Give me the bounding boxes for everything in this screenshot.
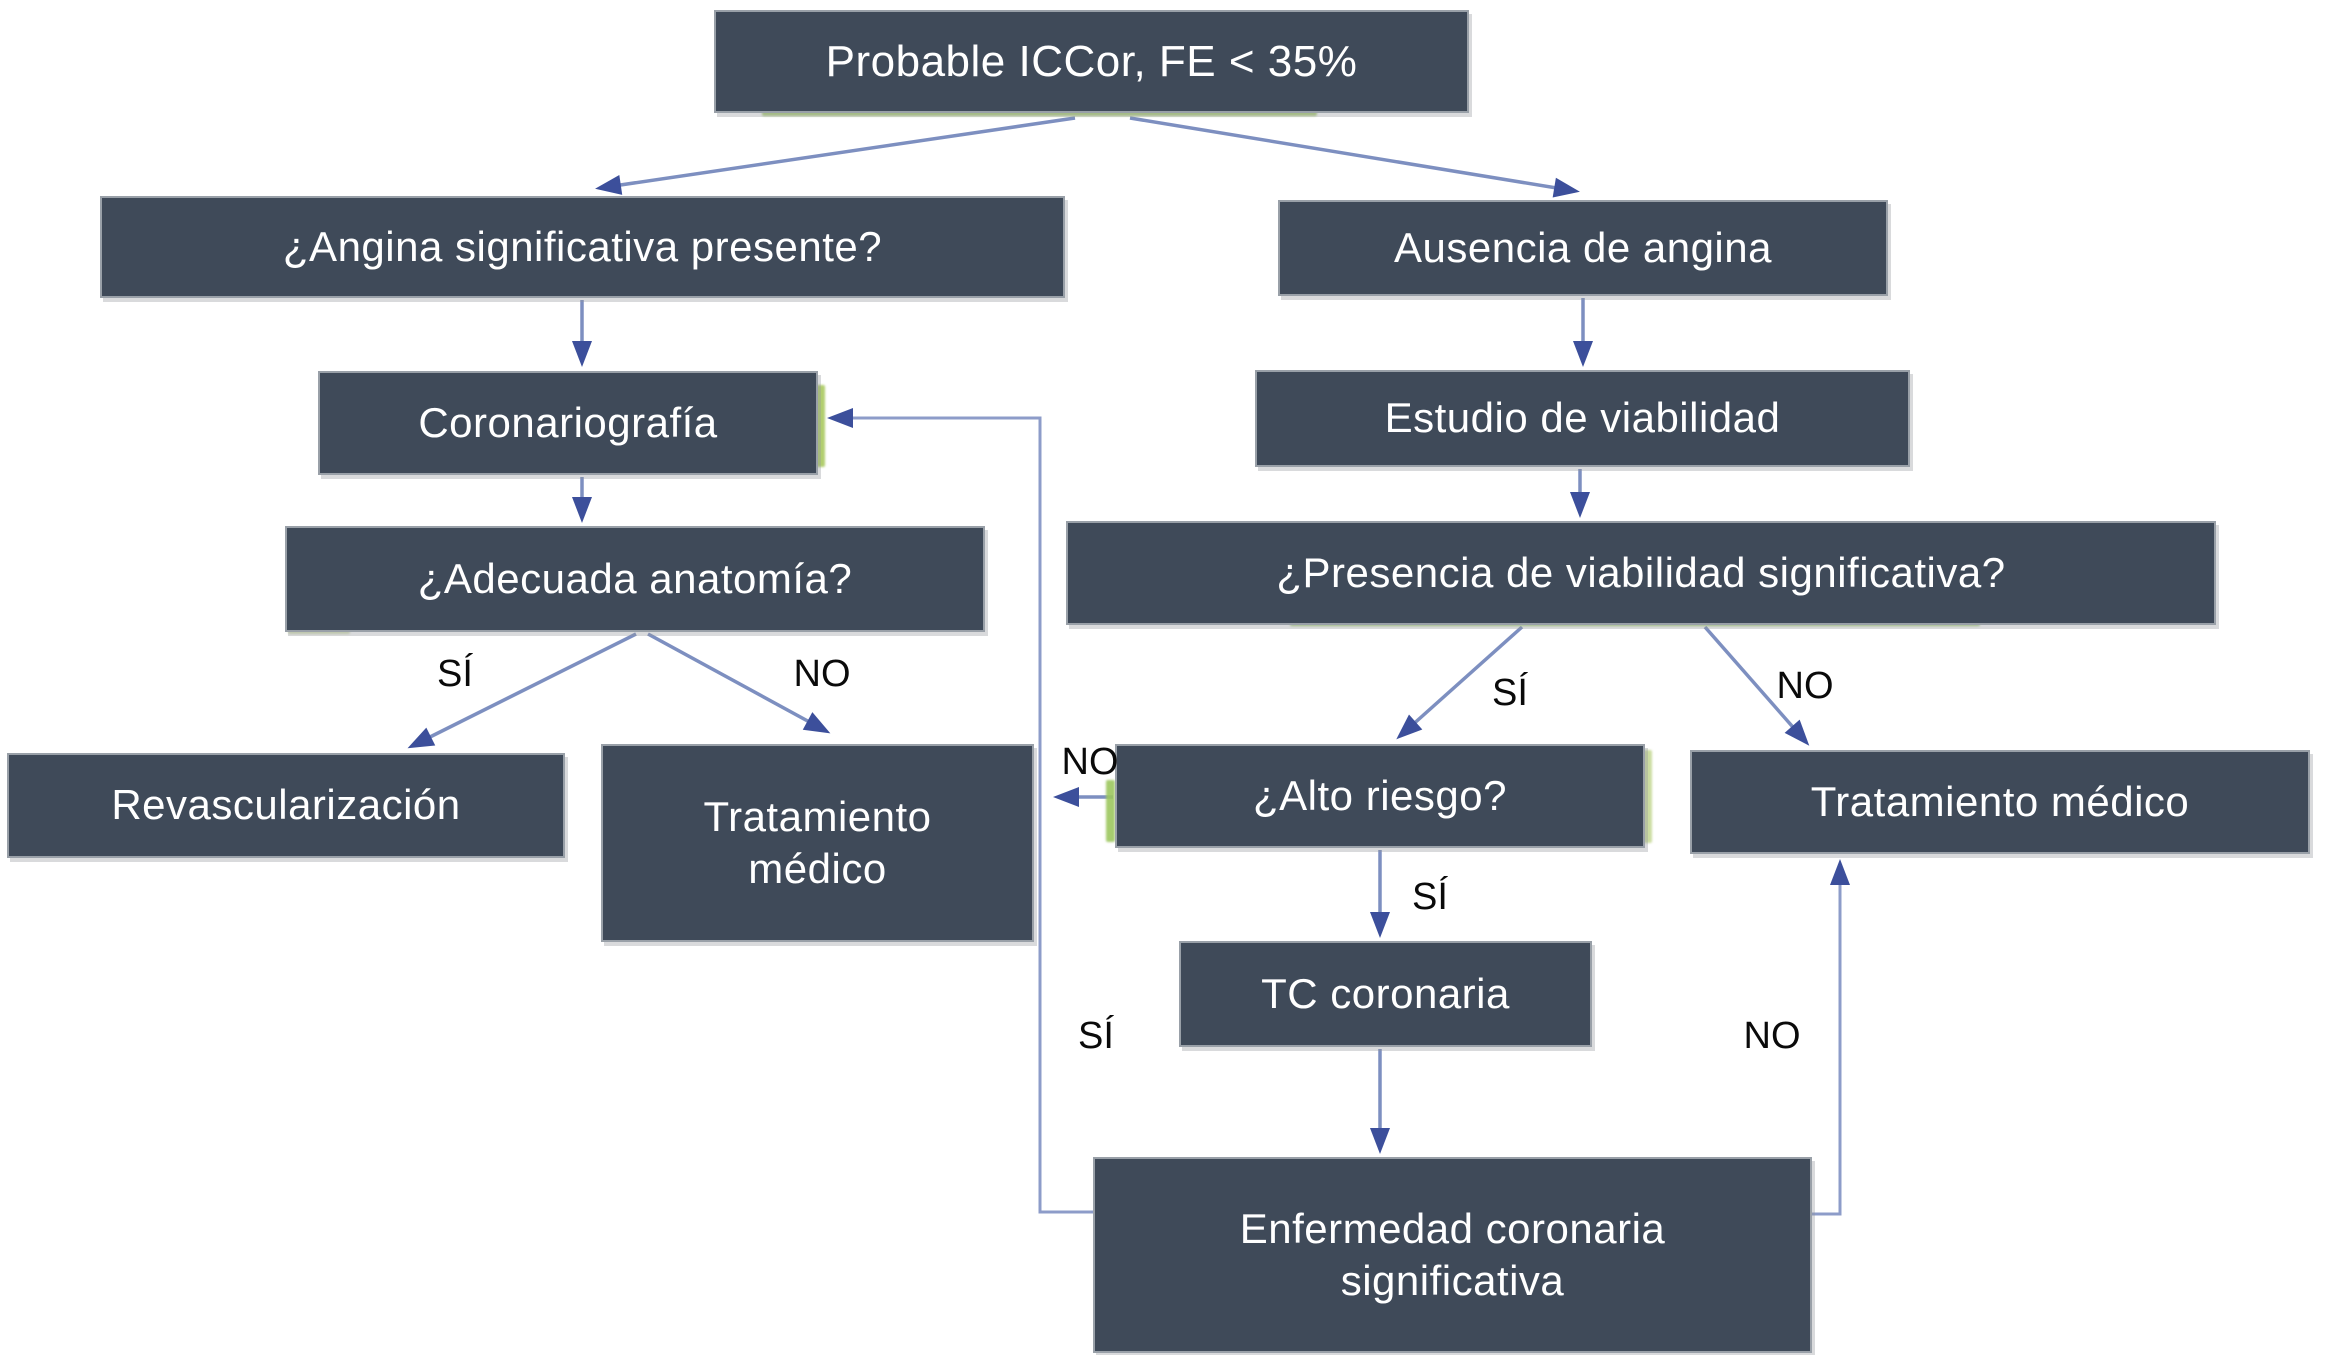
green-highlight-artifact — [816, 385, 825, 467]
node-angina-significativa-label: ¿Angina significativa presente? — [282, 222, 883, 270]
edge-label-adecuada-no: NO — [793, 653, 851, 695]
node-estudio-de-viabilidad-label: Estudio de viabilidad — [1384, 394, 1781, 442]
node-coronariografia: Coronariografía — [318, 371, 818, 475]
edge-enfermedad-to-coronariografia — [827, 408, 1093, 1214]
edge-label-presencia-no: NO — [1776, 665, 1834, 707]
node-enfermedad-coronaria-label: Enfermedad coronaria significativa — [1239, 1204, 1666, 1305]
node-ausencia-de-angina: Ausencia de angina — [1278, 200, 1888, 296]
node-enfermedad-coronaria: Enfermedad coronaria significativa — [1093, 1157, 1812, 1353]
node-alto-riesgo-label: ¿Alto riesgo? — [1253, 771, 1507, 819]
node-adecuada-anatomia-label: ¿Adecuada anatomía? — [417, 554, 853, 602]
edge-label-enfermedad-si: SÍ — [1078, 1015, 1114, 1057]
edge-adecuada-to-tratamiento-izq — [647, 632, 831, 734]
edge-label-presencia-si: SÍ — [1492, 672, 1528, 714]
node-presencia-viabilidad: ¿Presencia de viabilidad significativa? — [1066, 521, 2216, 625]
green-highlight-artifact — [1643, 750, 1652, 843]
node-tc-coronaria-label: TC coronaria — [1261, 969, 1510, 1017]
edge-probable-to-ausencia — [1129, 116, 1580, 198]
node-probable-iccor: Probable ICCor, FE < 35% — [714, 10, 1469, 113]
node-alto-riesgo: ¿Alto riesgo? — [1115, 744, 1645, 848]
node-angina-significativa: ¿Angina significativa presente? — [100, 196, 1065, 298]
green-highlight-artifact — [1106, 780, 1115, 842]
edge-label-alto-riesgo-si: SÍ — [1412, 876, 1448, 918]
node-probable-iccor-label: Probable ICCor, FE < 35% — [825, 37, 1358, 86]
node-coronariografia-label: Coronariografía — [418, 398, 718, 446]
edge-presencia-to-tratamiento-der — [1703, 625, 1810, 746]
node-adecuada-anatomia: ¿Adecuada anatomía? — [285, 526, 985, 632]
node-tratamiento-medico-izq: Tratamiento médico — [601, 744, 1034, 942]
node-tratamiento-medico-izq-label: Tratamiento médico — [703, 792, 932, 893]
edge-adecuada-to-revascularizacion — [407, 632, 637, 749]
node-tratamiento-medico-der: Tratamiento médico — [1690, 750, 2310, 854]
edge-enfermedad-to-tratamiento-der — [1812, 859, 1850, 1216]
edge-label-enfermedad-no: NO — [1743, 1015, 1801, 1057]
node-ausencia-de-angina-label: Ausencia de angina — [1394, 223, 1772, 271]
node-tratamiento-medico-der-label: Tratamiento médico — [1810, 777, 2190, 825]
node-presencia-viabilidad-label: ¿Presencia de viabilidad significativa? — [1276, 548, 2006, 596]
node-tc-coronaria: TC coronaria — [1179, 941, 1592, 1047]
node-revascularizacion-label: Revascularización — [111, 781, 461, 829]
edge-label-adecuada-si: SÍ — [437, 653, 473, 695]
edge-probable-to-angina — [595, 116, 1076, 195]
edge-label-alto-riesgo-no: NO — [1061, 741, 1119, 783]
node-estudio-de-viabilidad: Estudio de viabilidad — [1255, 370, 1910, 467]
edge-presencia-to-alto-riesgo — [1396, 625, 1524, 740]
node-revascularizacion: Revascularización — [7, 753, 565, 858]
